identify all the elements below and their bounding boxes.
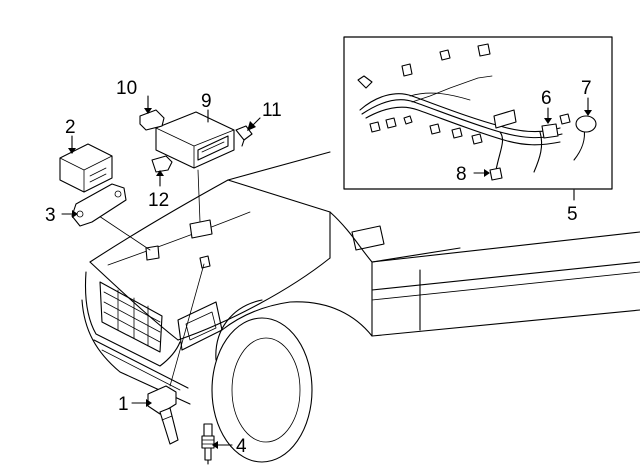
part-2-control-module	[59, 143, 113, 193]
callout-5: 5	[567, 204, 578, 225]
callout-9: 9	[201, 91, 212, 112]
callout-leaders	[61, 95, 592, 449]
callout-4: 4	[236, 436, 247, 457]
callout-10: 10	[116, 78, 137, 99]
part-5-wiring-inset	[343, 36, 613, 190]
callout-8: 8	[456, 164, 467, 185]
vehicle-outline	[81, 151, 640, 463]
part-4-spark-plug	[201, 423, 215, 465]
callout-12: 12	[148, 190, 169, 211]
part-1-ignition-coil	[147, 385, 179, 445]
callout-2: 2	[65, 117, 76, 138]
callout-7: 7	[581, 78, 592, 99]
callout-6: 6	[541, 88, 552, 109]
part-12-clip	[151, 155, 173, 173]
callout-3: 3	[45, 205, 56, 226]
callout-labels: 1 2 3 4 5 6 7 8 9 10 11 12	[45, 78, 592, 457]
callout-1: 1	[118, 394, 129, 415]
location-leaders	[95, 169, 205, 387]
part-10-clip	[139, 109, 165, 131]
callout-11: 11	[262, 100, 282, 121]
part-9-ecu	[155, 111, 235, 169]
